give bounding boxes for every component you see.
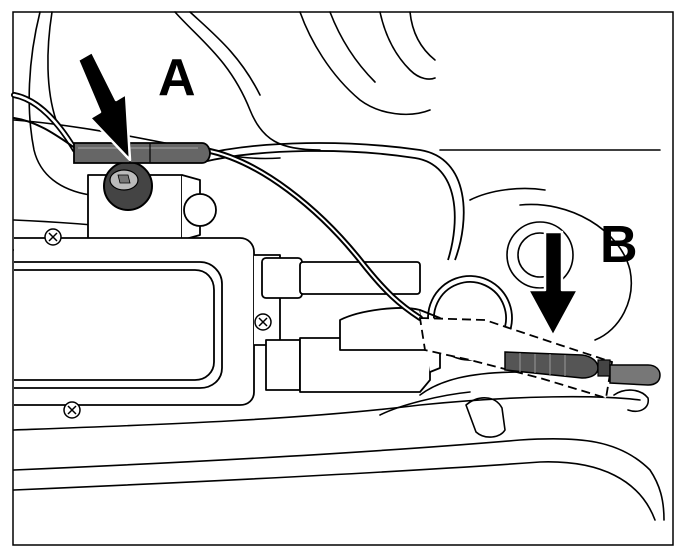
control-module xyxy=(14,237,281,406)
connector-b-region xyxy=(418,317,661,400)
antenna-wire xyxy=(11,92,423,321)
cable-sleeve-a xyxy=(73,142,211,164)
callout-a-label: A xyxy=(158,49,196,107)
module-screws xyxy=(44,228,272,419)
arrow-a xyxy=(76,50,132,162)
callout-b-label: B xyxy=(600,216,638,274)
screw-head xyxy=(103,161,153,211)
arrow-b xyxy=(526,230,580,338)
connector-housings xyxy=(261,257,441,393)
